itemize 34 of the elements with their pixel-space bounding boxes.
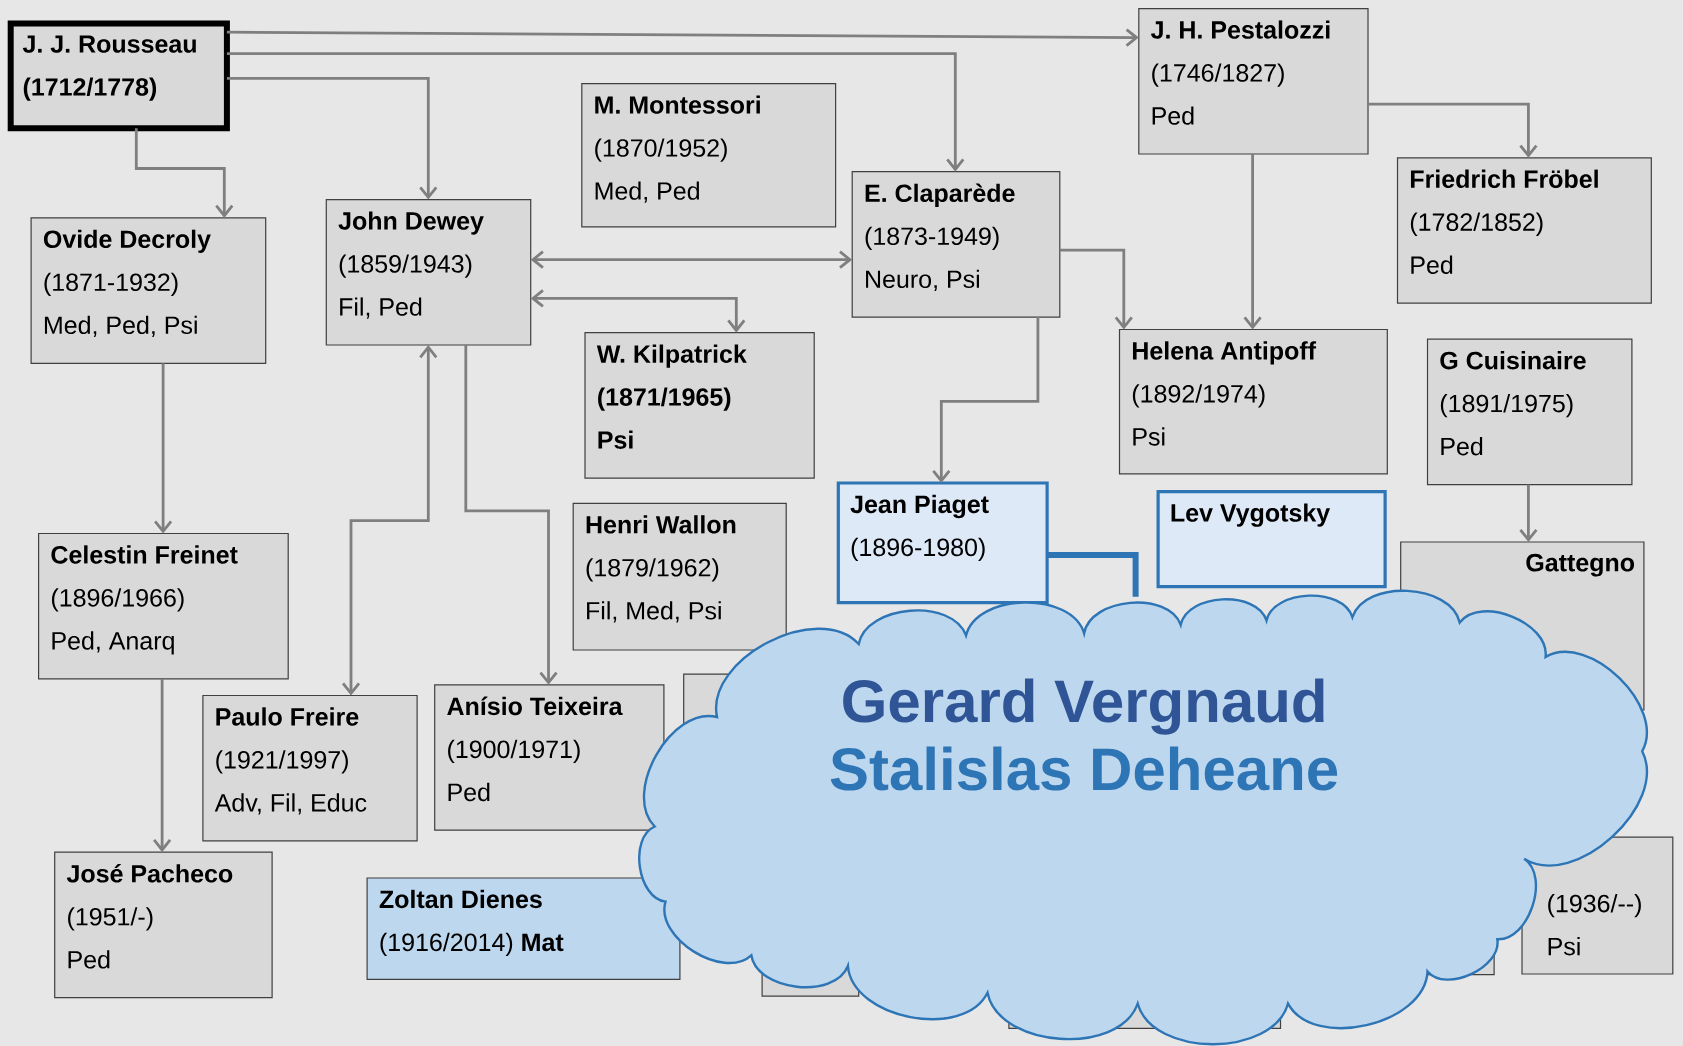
connector-line — [1047, 551, 1139, 597]
arrow — [1368, 102, 1538, 158]
person-box: Celestin Freinet (1896/1966) Ped, Anarq — [38, 532, 289, 680]
person-box: J. H. Pestalozzi (1746/1827) Ped — [1138, 8, 1369, 155]
person-box: Lev Vygotsky — [1156, 490, 1387, 589]
person-box: J. J. Rousseau (1712/1778) — [7, 20, 230, 132]
arrow — [1059, 248, 1133, 330]
person-box: Henri Wallon (1879/1962) Fil, Med, Psi — [572, 502, 787, 651]
person-box: Friedrich Fröbel (1782/1852) Ped — [1396, 157, 1652, 304]
arrow — [932, 317, 1040, 483]
arrow — [1243, 154, 1262, 330]
arrow — [153, 678, 172, 853]
person-box: Paulo Freire (1921/1997) Adv, Fil, Educ — [202, 694, 418, 842]
arrow — [530, 250, 853, 269]
arrow — [464, 345, 558, 685]
person-box: Helena Antipoff (1892/1974) Psi — [1118, 328, 1388, 475]
person-box: G Cuisinaire (1891/1975) Ped — [1426, 338, 1633, 486]
person-box: W. Kilpatrick (1871/1965) Psi — [584, 332, 815, 479]
arrow — [530, 289, 746, 333]
arrow — [226, 77, 438, 200]
person-box: M. Montessori (1870/1952) Med, Ped — [581, 83, 837, 228]
person-box: José Pacheco (1951/-) Ped — [54, 851, 273, 999]
arrow — [1519, 484, 1538, 542]
arrow — [226, 28, 1139, 47]
person-box: John Dewey (1859/1943) Fil, Ped — [325, 199, 532, 346]
arrow — [154, 363, 173, 534]
arrow — [341, 345, 438, 696]
arrow — [134, 128, 234, 218]
person-box: Anísio Teixeira (1900/1971) Ped — [434, 684, 665, 831]
person-box: E. Claparède (1873-1949) Neuro, Psi — [851, 171, 1061, 318]
arrow — [226, 52, 965, 172]
person-box: Jean Piaget (1896-1980) — [836, 481, 1049, 605]
person-box: Ovide Decroly (1871-1932) Med, Ped, Psi — [30, 217, 267, 364]
person-box: Zoltan Dienes (1916/2014) Mat — [366, 877, 681, 980]
